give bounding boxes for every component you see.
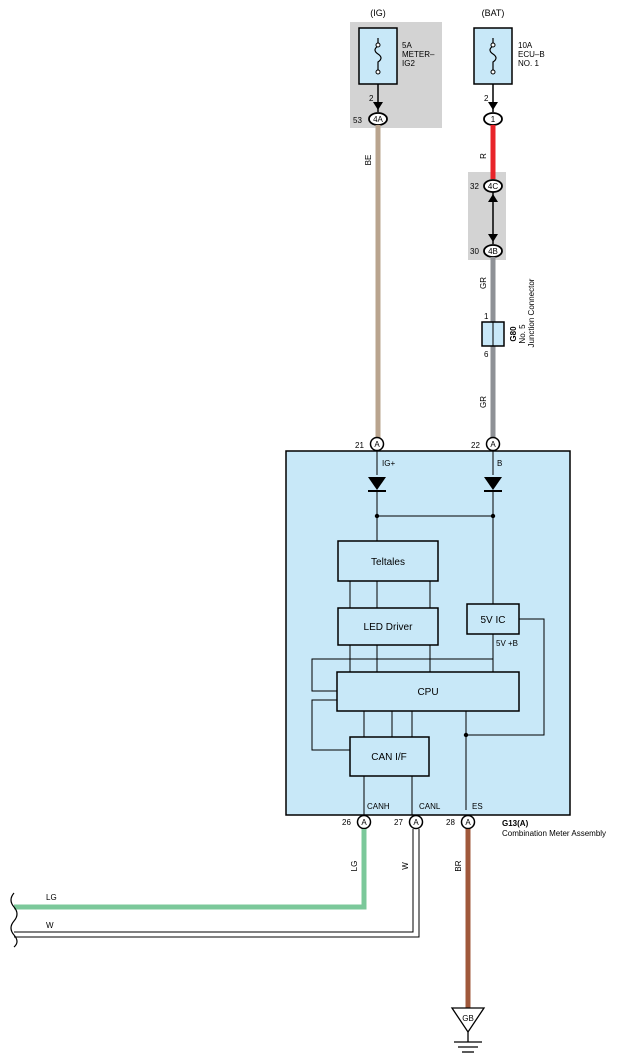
bat-fuse-name1: ECU–B: [518, 50, 545, 59]
signal-ig: IG+: [382, 459, 395, 468]
cpu-block: [336, 671, 520, 712]
signal-es: ES: [472, 802, 483, 811]
meter-name: Combination Meter Assembly: [502, 829, 606, 838]
jc-line1: No. 5: [518, 324, 527, 344]
w-wire: [14, 829, 420, 938]
meter-connector-26: [356, 814, 372, 830]
bat-fuse-rating: 10A: [518, 41, 533, 50]
svg-text:5V IC: 5V IC: [480, 615, 505, 626]
diode-b: [484, 477, 502, 492]
continuation-mark: [10, 892, 18, 948]
meter-connector-28: [460, 814, 476, 830]
r-wire-label: R: [479, 153, 488, 159]
svg-text:CAN I/F: CAN I/F: [371, 752, 407, 763]
w-wire-label: W: [401, 862, 410, 870]
svg-text:A: A: [490, 440, 496, 449]
telltales-block: [337, 540, 439, 582]
diode-ig: [368, 477, 386, 492]
meter-connector-21: [369, 436, 385, 452]
meter-pin-27: 27: [394, 818, 403, 827]
ig-source-label: (IG): [370, 8, 386, 18]
jb-pin-bottom: 30: [470, 247, 479, 256]
svg-text:4A: 4A: [373, 115, 383, 124]
led-driver-block: [337, 607, 439, 646]
svg-text:CPU: CPU: [417, 687, 438, 698]
meter-pin-26: 26: [342, 818, 351, 827]
lg-wire-label: LG: [350, 861, 359, 872]
bat-fuse-pin: 2: [484, 94, 489, 103]
ig-fuse-name2: IG2: [402, 59, 415, 68]
w-left-label: W: [46, 921, 54, 930]
svg-text:A: A: [465, 818, 471, 827]
meter-pin-28: 28: [446, 818, 455, 827]
svg-text:A: A: [374, 440, 380, 449]
bat-fuse: [473, 27, 513, 85]
signal-5v-b: 5V +B: [496, 639, 518, 648]
meter-connector-27: [408, 814, 424, 830]
svg-text:A: A: [361, 818, 367, 827]
meter-id: G13(A): [502, 819, 529, 828]
jb-pin-top: 32: [470, 182, 479, 191]
be-wire-label: BE: [364, 155, 373, 166]
meter-connector-22: [485, 436, 501, 452]
br-wire-label: BR: [454, 860, 463, 871]
jc-id: G80: [509, 326, 518, 342]
svg-text:Teltales: Teltales: [371, 557, 405, 568]
signal-b: B: [497, 459, 502, 468]
lg-left-label: LG: [46, 893, 57, 902]
jc-pin-bottom: 6: [484, 350, 489, 359]
bat-fuse-name2: NO. 1: [518, 59, 539, 68]
lg-wire: [14, 829, 367, 910]
ig-connector-pin: 53: [353, 116, 362, 125]
signal-canh: CANH: [367, 802, 390, 811]
internal-wiring: [311, 451, 545, 815]
5v-ic-block: [466, 603, 520, 635]
ig-fuse-pin: 2: [369, 94, 374, 103]
ground-symbol: [450, 1007, 486, 1053]
ig-fuse-rating: 5A: [402, 41, 412, 50]
svg-text:4C: 4C: [488, 182, 498, 191]
gr-wire-lower-label: GR: [479, 396, 488, 408]
meter-pin-21: 21: [355, 441, 364, 450]
ground-label: GB: [462, 1014, 474, 1023]
svg-text:LED Driver: LED Driver: [364, 622, 414, 633]
jc-line2: Junction Connector: [527, 278, 536, 347]
svg-text:A: A: [413, 818, 419, 827]
gr-wire-upper-label: GR: [479, 277, 488, 289]
ig-fuse-name1: METER–: [402, 50, 435, 59]
bat-source-label: (BAT): [482, 8, 505, 18]
can-if-block: [349, 736, 430, 777]
ig-fuse: [358, 27, 398, 85]
svg-text:4B: 4B: [488, 247, 498, 256]
jc-pin-top: 1: [484, 312, 489, 321]
signal-canl: CANL: [419, 802, 441, 811]
svg-text:1: 1: [491, 115, 496, 124]
meter-pin-22: 22: [471, 441, 480, 450]
